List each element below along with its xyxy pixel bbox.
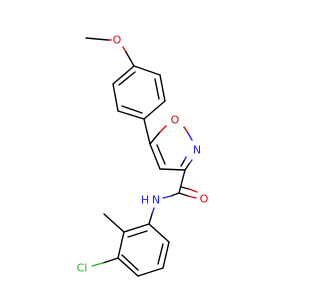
bond-carbonyl-o-double [180,186,190,190]
bond-b3-b4 [137,267,164,277]
bond-n-aryl-n [151,207,155,215]
bond-ar4-ar5-double [121,105,143,114]
bond-ar2-ar3 [159,74,166,102]
atom-o-ether: O [113,34,122,47]
bond-aryl-isoxazole [143,118,151,145]
bond-n2-c3-n [188,159,193,165]
bond-c5-o1 [149,131,161,145]
molecule-structure: O O N O N H Cl [77,34,209,277]
bond-b4-b5 [117,257,139,277]
bond-o1-n2-o [183,126,189,134]
bond-b6-b1 [123,223,150,233]
bond-b5-cl-cl [91,262,104,267]
bond-carbonyl-n-n [162,195,172,199]
bond-n2-c3-double-n [183,156,187,162]
bond-ar6-ar1 [112,65,135,85]
bond-ar1-ar2 [133,65,161,76]
bond-n2-c3-double [180,160,185,167]
bond-ar6-ar1-double [118,71,136,86]
bond-b4-b5-double [121,254,139,271]
bond-c3-c4 [159,168,186,171]
atom-o-carbonyl: O [200,193,209,206]
bond-b1-b2 [148,223,170,243]
bond-carbonyl-o [178,192,189,197]
bond-c5-o1-o [159,125,167,133]
bond-carbonyl-n [170,192,180,197]
bond-n2-c3 [184,163,190,171]
bond-b5-b6 [117,231,125,259]
atom-n-amide: N [152,194,160,207]
bond-n-aryl [148,213,153,225]
bond-oxygen-aryl [125,51,135,67]
bond-carbonyl-o-double-o [188,188,198,193]
bond-b2-b3 [162,241,170,269]
bond-b2-b3-double [157,243,164,265]
bond-b6-b1-double [127,230,148,238]
bond-ar3-ar4 [143,100,166,120]
bond-methyl [103,213,125,233]
bond-o1-n2-n [187,132,193,141]
bond-carbonyl-o-o [187,195,197,199]
bond-methyl-oxygen [85,37,109,41]
atom-o-ring: O [171,114,180,127]
bond-c3-carbonyl [178,169,186,194]
atom-n-ring: N [193,144,201,157]
bond-c4-c5 [149,143,161,170]
bond-ar2-ar3-double [154,78,160,100]
bond-oxygen-aryl-o [122,46,127,53]
atom-h-amide: H [141,194,149,207]
bond-ar4-ar5 [117,110,145,120]
bond-c4-c5-double [156,144,166,165]
atom-cl: Cl [77,262,88,275]
bond-ar5-ar6 [112,83,119,112]
bond-b5-cl [102,257,119,264]
